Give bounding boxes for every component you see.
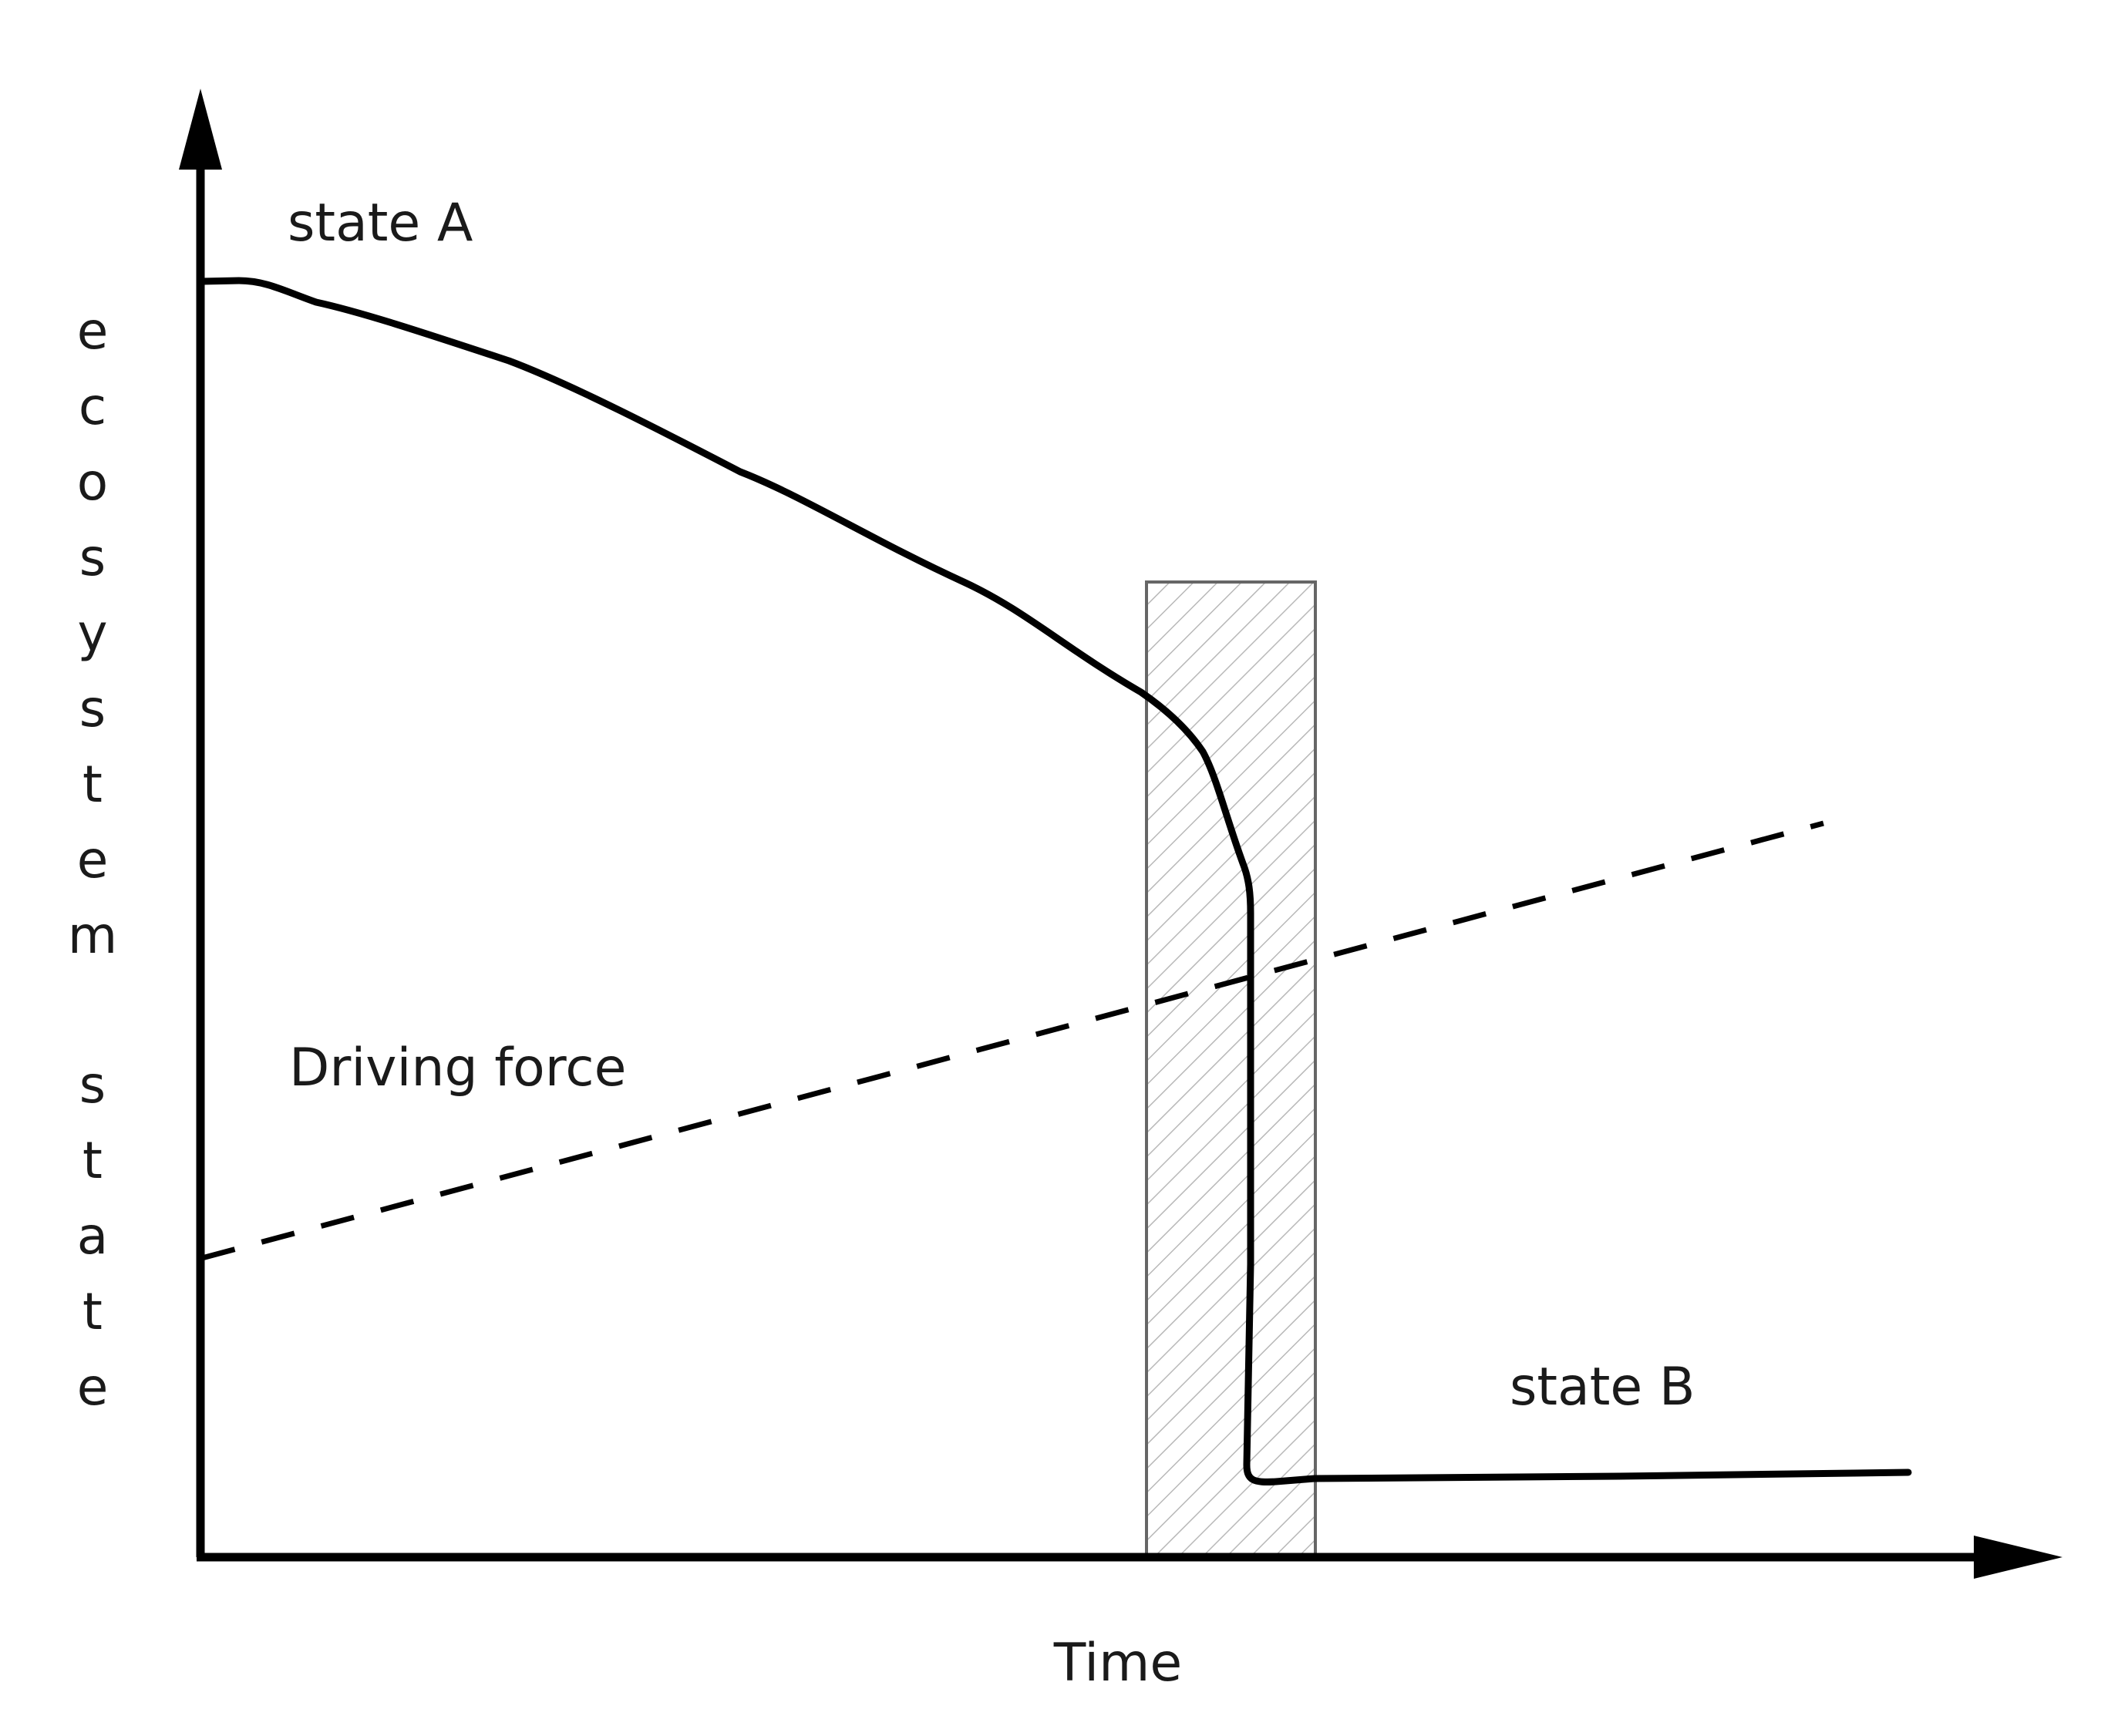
y-axis-label-letter: t: [82, 1282, 103, 1341]
y-axis-label-letter: a: [77, 1206, 108, 1266]
y-axis-label-letter: e: [77, 301, 109, 361]
state-a-label: state A: [288, 193, 473, 254]
transition-zone: [1145, 580, 1317, 1559]
y-axis-label-letter: s: [79, 1055, 106, 1115]
axes: [179, 89, 2062, 1579]
ecosystem-state-curve: [198, 277, 1912, 1485]
y-axis-label-letter: s: [79, 679, 106, 738]
y-axis-arrowhead: [179, 89, 222, 170]
y-axis-label-letter: t: [82, 1131, 103, 1190]
y-axis-label-letter: c: [79, 377, 106, 436]
y-axis-label-letter: e: [77, 830, 109, 890]
driving-force-line: [201, 820, 1824, 1261]
y-axis-label-letter: e: [77, 1358, 109, 1417]
driving-force-label: Driving force: [289, 1038, 626, 1098]
x-axis-arrowhead: [1974, 1536, 2062, 1579]
state-b-label: state B: [1510, 1357, 1695, 1418]
x-axis-label: Time: [1053, 1633, 1182, 1694]
y-axis-label-letter: s: [79, 528, 106, 587]
y-axis-label-letter: t: [82, 755, 103, 814]
y-axis-label-letter: y: [77, 604, 107, 663]
y-axis-label: e c o s y s t e m s t a t e: [68, 301, 117, 1417]
y-axis-label-letter: o: [77, 453, 108, 512]
y-axis-label-letter: m: [68, 906, 117, 965]
